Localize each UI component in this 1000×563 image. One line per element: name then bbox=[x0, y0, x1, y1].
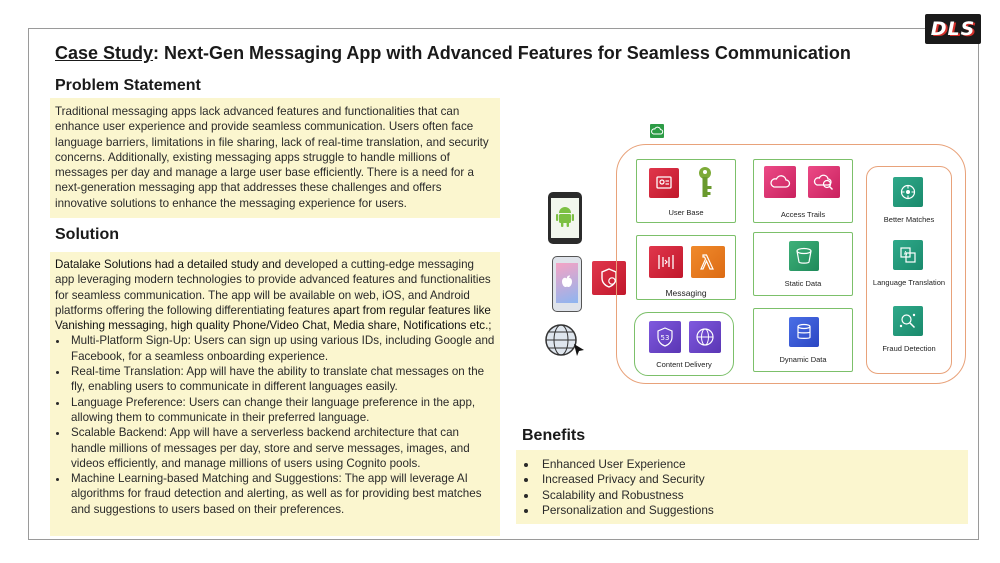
node-static-data: Static Data bbox=[753, 232, 853, 296]
benefits-list: Enhanced User Experience Increased Priva… bbox=[524, 457, 962, 519]
cloudfront-icon bbox=[689, 321, 721, 353]
node-label: Access Trails bbox=[780, 210, 826, 219]
s3-bucket-icon bbox=[789, 241, 819, 271]
list-item: Multi-Platform Sign-Up: Users can sign u… bbox=[69, 333, 495, 364]
route53-icon: 53 bbox=[649, 321, 681, 353]
list-item: Language Preference: Users can change th… bbox=[69, 395, 495, 426]
fraud-detector-icon bbox=[893, 306, 923, 336]
iphone-icon bbox=[552, 256, 582, 312]
page-title: Case Study: Next-Gen Messaging App with … bbox=[55, 43, 851, 64]
title-rest: : Next-Gen Messaging App with Advanced F… bbox=[153, 43, 851, 63]
benefits-heading: Benefits bbox=[522, 427, 586, 444]
list-item: Machine Learning-based Matching and Sugg… bbox=[69, 471, 495, 517]
solution-intro-a: Datalake Solutions had a detailed study … bbox=[55, 258, 285, 271]
svg-text:53: 53 bbox=[661, 334, 670, 342]
node-label: Fraud Detection bbox=[882, 344, 936, 353]
node-label: Content Delivery bbox=[656, 360, 712, 369]
node-label: User Base bbox=[668, 208, 704, 217]
iam-key-icon bbox=[695, 166, 715, 200]
node-label: Language Translation bbox=[872, 278, 946, 287]
list-item: Personalization and Suggestions bbox=[538, 503, 962, 518]
lambda-icon bbox=[691, 246, 725, 278]
cloudtrail-icon bbox=[764, 166, 796, 198]
web-globe-icon bbox=[541, 322, 589, 358]
architecture-boundary bbox=[616, 144, 966, 384]
node-fraud-detection: Fraud Detection bbox=[866, 306, 952, 356]
aws-cloud-icon bbox=[650, 124, 664, 138]
node-label: Messaging bbox=[665, 288, 707, 298]
node-label: Static Data bbox=[784, 279, 822, 288]
benefits-box: Enhanced User Experience Increased Priva… bbox=[516, 450, 968, 524]
solution-intro-c: apart from regular features like Vanishi… bbox=[55, 303, 492, 333]
solution-intro-b: developed a cutting-edge messaging app l… bbox=[55, 258, 491, 317]
node-label: Dynamic Data bbox=[779, 355, 827, 364]
solution-list: Multi-Platform Sign-Up: Users can sign u… bbox=[55, 333, 495, 517]
solution-heading: Solution bbox=[55, 226, 119, 243]
node-access-trails: Access Trails bbox=[753, 159, 853, 223]
slide-frame bbox=[28, 28, 979, 540]
android-phone-icon bbox=[548, 192, 582, 244]
node-dynamic-data: Dynamic Data bbox=[753, 308, 853, 372]
dynamodb-icon bbox=[789, 317, 819, 347]
problem-text: Traditional messaging apps lack advanced… bbox=[55, 105, 489, 210]
personalize-icon bbox=[893, 177, 923, 207]
list-item: Scalability and Robustness bbox=[538, 488, 962, 503]
api-gateway-icon bbox=[649, 246, 683, 278]
dls-logo: DLS bbox=[925, 14, 981, 44]
translate-icon: A bbox=[893, 240, 923, 270]
ml-services-group bbox=[866, 166, 952, 374]
cloudwatch-icon bbox=[808, 166, 840, 198]
list-item: Increased Privacy and Security bbox=[538, 472, 962, 487]
logo-text: DLS bbox=[930, 18, 976, 40]
list-item: Enhanced User Experience bbox=[538, 457, 962, 472]
list-item: Real-time Translation: App will have the… bbox=[69, 364, 495, 395]
solution-intro: Datalake Solutions had a detailed study … bbox=[55, 257, 495, 333]
waf-shield-icon bbox=[592, 261, 626, 295]
node-better-matches: Better Matches bbox=[866, 177, 952, 227]
node-language-translation: A Language Translation bbox=[866, 240, 952, 290]
node-messaging: Messaging bbox=[636, 235, 736, 300]
svg-text:A: A bbox=[904, 251, 908, 257]
problem-box: Traditional messaging apps lack advanced… bbox=[50, 98, 500, 218]
node-label: Better Matches bbox=[883, 215, 935, 224]
problem-heading: Problem Statement bbox=[55, 77, 201, 94]
cognito-icon bbox=[649, 168, 679, 198]
title-prefix: Case Study bbox=[55, 43, 154, 63]
node-content-delivery: 53 Content Delivery bbox=[634, 312, 734, 376]
node-user-base: User Base bbox=[636, 159, 736, 223]
list-item: Scalable Backend: App will have a server… bbox=[69, 425, 495, 471]
solution-box: Datalake Solutions had a detailed study … bbox=[50, 252, 500, 536]
